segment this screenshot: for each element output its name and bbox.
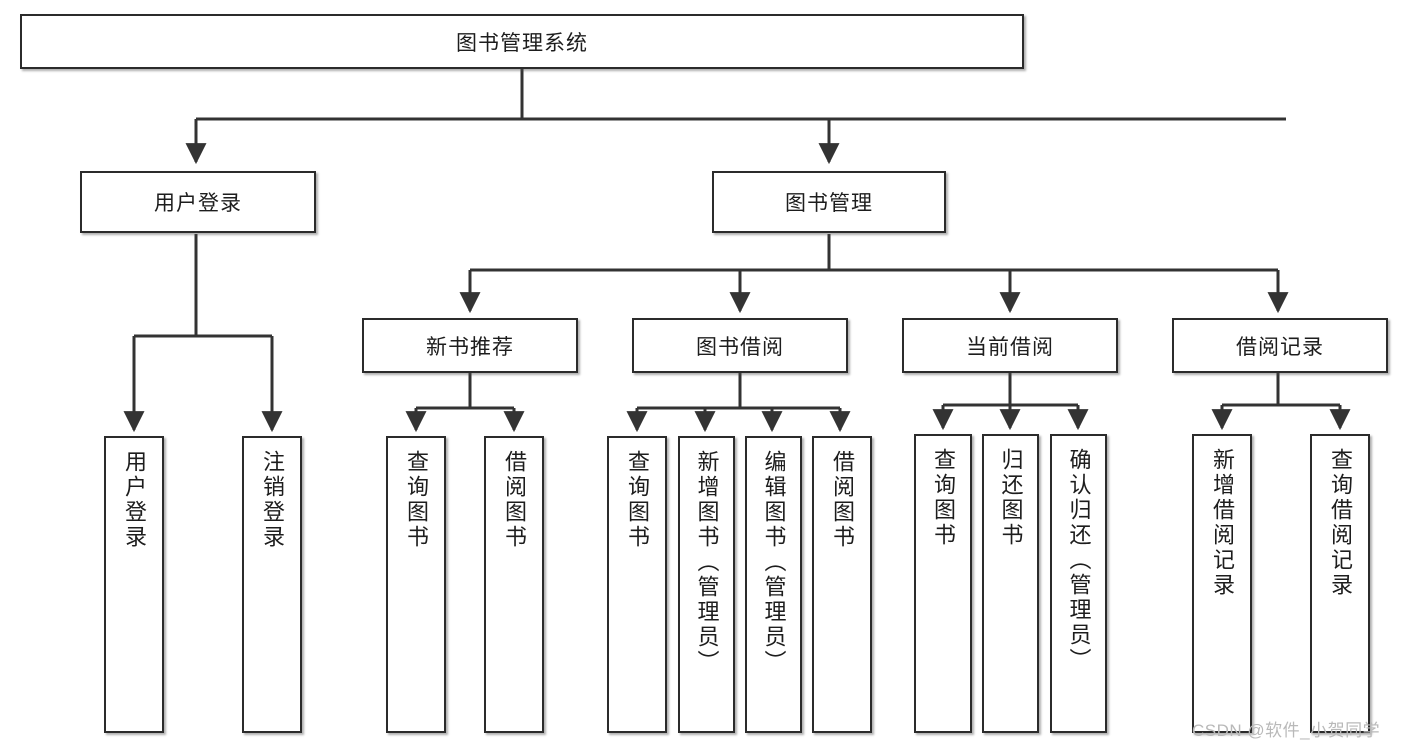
leaf-query-borrow-record[interactable]: 查询借阅记录 xyxy=(1310,434,1370,733)
leaf-edit-book-admin-label: 编辑图书（管理员） xyxy=(761,450,787,675)
leaf-add-book-admin-label: 新增图书（管理员） xyxy=(694,450,720,675)
leaf-confirm-return-admin-label: 确认归还（管理员） xyxy=(1066,448,1092,673)
leaf-edit-book-admin[interactable]: 编辑图书（管理员） xyxy=(745,436,802,733)
leaf-borrow-book-recommend[interactable]: 借阅图书 xyxy=(484,436,544,733)
node-borrow-record[interactable]: 借阅记录 xyxy=(1172,318,1388,373)
node-root-label: 图书管理系统 xyxy=(456,31,588,55)
leaf-query-book-current-label: 查询图书 xyxy=(930,448,956,548)
node-book-borrow-label: 图书借阅 xyxy=(696,335,784,359)
watermark: CSDN @软件_小贺同学 xyxy=(1192,721,1381,740)
leaf-borrow-book-recommend-label: 借阅图书 xyxy=(501,450,527,550)
node-current-borrow-label: 当前借阅 xyxy=(966,335,1054,359)
node-new-book-recommend[interactable]: 新书推荐 xyxy=(362,318,578,373)
leaf-add-borrow-record-label: 新增借阅记录 xyxy=(1209,448,1235,598)
node-current-borrow[interactable]: 当前借阅 xyxy=(902,318,1118,373)
leaf-logout[interactable]: 注销登录 xyxy=(242,436,302,733)
node-user-login[interactable]: 用户登录 xyxy=(80,171,316,233)
leaf-query-book-current[interactable]: 查询图书 xyxy=(914,434,972,733)
node-borrow-record-label: 借阅记录 xyxy=(1236,335,1324,359)
leaf-user-login[interactable]: 用户登录 xyxy=(104,436,164,733)
node-user-login-label: 用户登录 xyxy=(154,192,242,215)
leaf-query-book-borrow[interactable]: 查询图书 xyxy=(607,436,667,733)
node-new-book-recommend-label: 新书推荐 xyxy=(426,335,514,359)
leaf-query-borrow-record-label: 查询借阅记录 xyxy=(1327,448,1353,598)
node-book-management-label: 图书管理 xyxy=(785,192,873,215)
node-root[interactable]: 图书管理系统 xyxy=(20,14,1024,69)
leaf-add-book-admin[interactable]: 新增图书（管理员） xyxy=(678,436,735,733)
leaf-borrow-book-label: 借阅图书 xyxy=(829,450,855,550)
leaf-borrow-book[interactable]: 借阅图书 xyxy=(812,436,872,733)
leaf-query-book-recommend[interactable]: 查询图书 xyxy=(386,436,446,733)
leaf-return-book[interactable]: 归还图书 xyxy=(982,434,1039,733)
leaf-user-login-label: 用户登录 xyxy=(121,450,147,550)
leaf-query-book-borrow-label: 查询图书 xyxy=(624,450,650,550)
leaf-add-borrow-record[interactable]: 新增借阅记录 xyxy=(1192,434,1252,733)
leaf-confirm-return-admin[interactable]: 确认归还（管理员） xyxy=(1050,434,1107,733)
leaf-query-book-recommend-label: 查询图书 xyxy=(403,450,429,550)
leaf-return-book-label: 归还图书 xyxy=(998,448,1024,548)
leaf-logout-label: 注销登录 xyxy=(259,450,285,550)
node-book-borrow[interactable]: 图书借阅 xyxy=(632,318,848,373)
node-book-management[interactable]: 图书管理 xyxy=(712,171,946,233)
